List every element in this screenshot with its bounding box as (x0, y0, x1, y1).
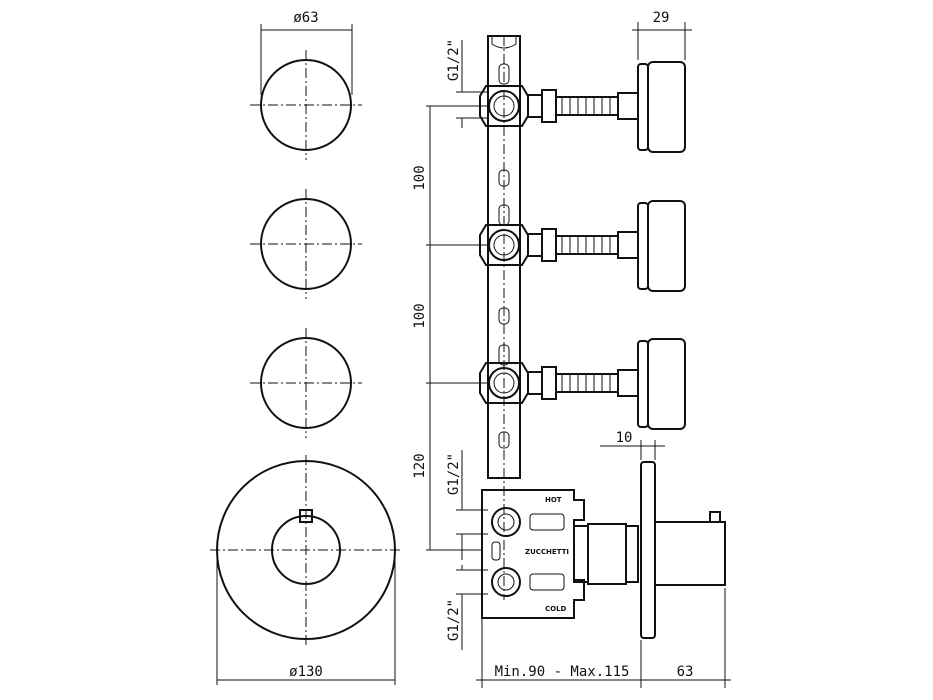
thermostat-body: HOT ZUCCHETTI COLD (481, 461, 726, 639)
front-view: ø63 (210, 10, 402, 685)
knob-diameter-label: ø63 (293, 10, 318, 26)
plate-diameter-label: ø130 (289, 664, 323, 680)
valve-assembly-2 (479, 200, 686, 292)
cold-label: COLD (545, 605, 567, 613)
plate-thickness-dimension: 10 (600, 430, 665, 460)
front-thermostat-plate (210, 455, 402, 645)
front-knob-3 (250, 328, 362, 438)
hot-label: HOT (545, 496, 562, 504)
front-knob-2 (250, 189, 362, 299)
knob-depth-label: 29 (653, 10, 670, 26)
valve-assembly-3 (479, 338, 686, 430)
brand-label: ZUCCHETTI (525, 548, 569, 556)
thread-bottom-label: G1/2" (446, 599, 462, 641)
spacing-1-label: 100 (412, 165, 428, 190)
thread-callouts: G1/2" G1/2" G1/2" (446, 39, 488, 650)
mounting-rail (487, 35, 521, 600)
front-knob-1 (250, 50, 362, 160)
depth-dimensions: Min.90 - Max.115 63 (476, 588, 731, 688)
spacing-3-label: 120 (412, 453, 428, 478)
vertical-spacing-dimensions: 100 100 120 (412, 105, 488, 551)
knob-depth-dimension: 29 (632, 10, 692, 60)
thread-mid-label: G1/2" (446, 453, 462, 495)
knob-diameter-dimension: ø63 (260, 10, 353, 95)
valve-assembly-1 (479, 61, 686, 153)
spacing-2-label: 100 (412, 303, 428, 328)
thread-top-label: G1/2" (446, 39, 462, 81)
plate-thickness-label: 10 (616, 430, 633, 446)
front-projection-label: 63 (677, 664, 694, 680)
side-view: HOT ZUCCHETTI COLD 29 10 (412, 10, 731, 688)
wall-depth-label: Min.90 - Max.115 (495, 664, 630, 680)
plate-diameter-dimension: ø130 (216, 560, 396, 685)
